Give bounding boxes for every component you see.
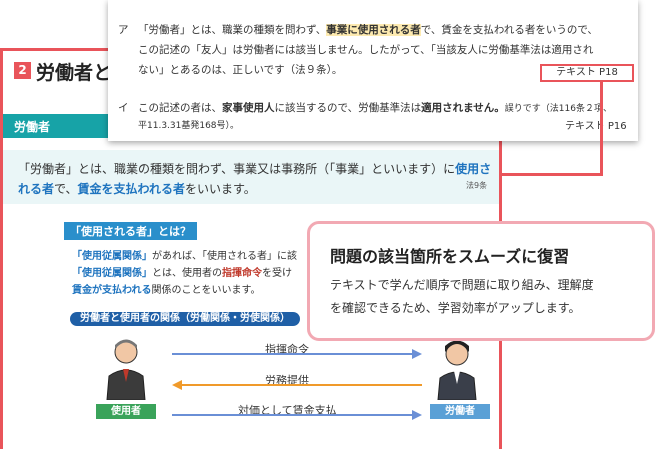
arrow-right-icon (172, 410, 422, 420)
sub-line-2: 「使用従属関係」とは、使用者の指揮命令を受け (72, 264, 292, 279)
answer-bold: 家事使用人 (222, 102, 275, 114)
sub-line-3: 賃金が支払われる関係のことをいいます。 (72, 281, 261, 296)
answer-text: 「労働者」とは、職業の種類を問わず、 (138, 24, 327, 36)
sub-heading: 「使用される者」とは？ (64, 222, 197, 240)
answer-a-line-3: ない」とあるのは、正しいです（法９条）。 (138, 64, 343, 76)
answer-a-line-2: この記述の「友人」は労働者には該当しません。したがって、「当該友人に労働基準法は… (138, 44, 594, 56)
definition-text: で、 (54, 182, 78, 196)
sub-highlight: 賃金が支払われる (72, 285, 152, 296)
definition-highlight: 使用さ (455, 162, 492, 176)
employer-label: 使用者 (96, 404, 156, 419)
definition-text: をいいます。 (184, 182, 256, 196)
sub-line-1: 「使用従属関係」があれば、「使用される者」に該 (72, 247, 297, 262)
answer-text: 誤りです（法116条２項、 (504, 104, 612, 114)
answer-text: この記述の者は、 (138, 102, 222, 114)
definition-box (3, 150, 499, 204)
worker-label: 労働者 (430, 404, 490, 419)
answer-i-line-2: 平11.3.31基発168号）。 (138, 121, 240, 131)
definition-highlight: 賃金を支払われる者 (77, 182, 185, 196)
band-title: 労働者 (14, 120, 51, 134)
sub-text: とは、使用者の (152, 268, 222, 279)
callout-line-2: を確認できるため、学習効率がアップします。 (330, 301, 581, 315)
answer-text: で、賃金を支払われる者をいうので、 (420, 24, 598, 36)
definition-line-1: 「労働者」とは、職業の種類を問わず、事業又は事務所（「事業」といいます）に使用さ (18, 160, 491, 177)
answer-bold: 適用されません。 (421, 102, 505, 114)
connector-line (600, 82, 603, 176)
sub-text: があれば、「使用される者」に該 (152, 251, 297, 262)
sub-highlight-red: 指揮命令 (222, 268, 262, 279)
definition-text: 「労働者」とは、職業の種類を問わず、事業又は事務所（「事業」といいます）に (18, 162, 456, 176)
answer-i-line-1: この記述の者は、家事使用人に該当するので、労働基準法は適用されません。誤りです（… (138, 100, 612, 115)
answer-i-mark: イ (118, 102, 129, 114)
sub-highlight: 「使用従属関係」 (72, 251, 152, 262)
sub-highlight: 「使用従属関係」 (72, 268, 152, 279)
employer-figure-icon (106, 339, 146, 400)
connector-line (499, 173, 603, 176)
textbook-reference-p18: テキスト P18 (540, 64, 634, 82)
section-number-badge: 2 (14, 62, 31, 79)
sub-text: 関係のことをいいます。 (151, 285, 261, 296)
sub-text: を受け (262, 268, 292, 279)
callout-box (307, 221, 655, 341)
answer-text: に該当するので、労働基準法は (274, 102, 422, 114)
definition-highlight: れる者 (18, 182, 55, 196)
arrow-label-wage: 対価として賃金支払 (238, 404, 337, 417)
callout-line-1: テキストで学んだ順序で問題に取り組み、理解度 (330, 278, 594, 292)
worker-figure-icon (437, 340, 477, 400)
callout-title: 問題の該当箇所をスムーズに復習 (330, 247, 570, 266)
arrow-left-icon (172, 380, 422, 390)
relation-heading: 労働者と使用者の関係（労働関係・労使関係） (70, 312, 300, 326)
answer-highlight: 事業に使用される者 (326, 24, 421, 36)
arrow-label-command: 指揮命令 (265, 343, 309, 356)
answer-a-line-1: 「労働者」とは、職業の種類を問わず、事業に使用される者で、賃金を支払われる者をい… (138, 22, 598, 37)
arrow-label-labor: 労務提供 (265, 374, 309, 387)
definition-line-2: れる者で、賃金を支払われる者をいいます。 (18, 180, 256, 197)
arrow-right-icon (172, 349, 422, 359)
answer-a-mark: ア (118, 24, 129, 36)
textbook-reference-p16: テキスト P16 (565, 121, 627, 132)
section-title: 労働者と (36, 62, 113, 84)
law-reference: 法9条 (466, 181, 488, 190)
